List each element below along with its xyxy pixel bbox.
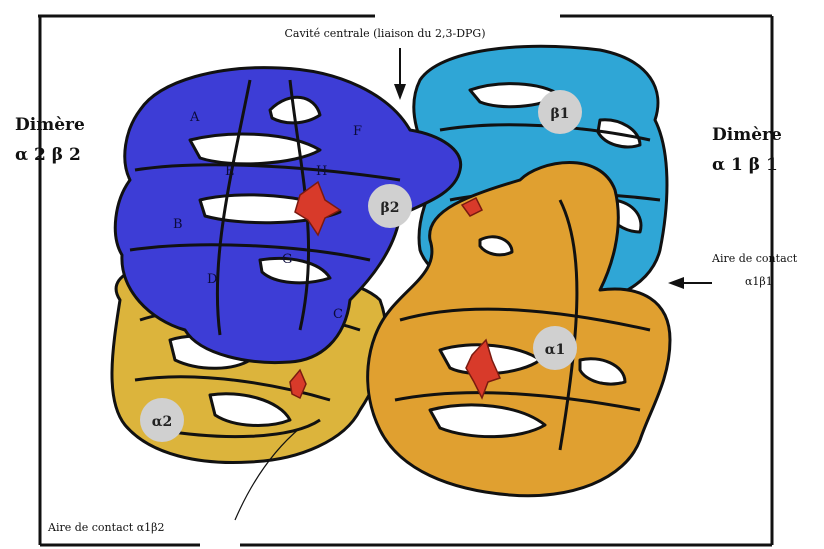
alpha2-label: α2 — [152, 414, 173, 430]
helix-e-label: E — [225, 164, 235, 179]
contact-a1b1-label-line1: Aire de contact — [711, 252, 798, 265]
left-dimer-title: Dimère — [15, 115, 85, 135]
right-dimer-subunits: α 1 β 1 — [712, 155, 778, 175]
beta2-label: β2 — [380, 200, 399, 216]
beta1-label: β1 — [550, 106, 569, 122]
helix-d-label: D — [207, 272, 217, 287]
helix-h-label: H — [316, 164, 327, 179]
helix-a-label: A — [189, 110, 200, 125]
helix-c-label: C — [333, 307, 343, 322]
contact-a1b1-label-line2: α1β1 — [745, 275, 773, 288]
alpha1-label: α1 — [545, 342, 566, 358]
helix-b-label: B — [173, 217, 183, 232]
helix-f-label: F — [353, 124, 362, 139]
contact-a1b1-arrow — [668, 277, 712, 289]
central-cavity-arrow — [394, 48, 406, 100]
central-cavity-label: Cavité centrale (liaison du 2,3-DPG) — [284, 27, 485, 40]
left-dimer-subunits: α 2 β 2 — [15, 145, 81, 165]
contact-a1b2-label: Aire de contact α1β2 — [47, 521, 164, 534]
helix-g-label: G — [282, 252, 292, 267]
right-dimer-title: Dimère — [712, 125, 782, 145]
